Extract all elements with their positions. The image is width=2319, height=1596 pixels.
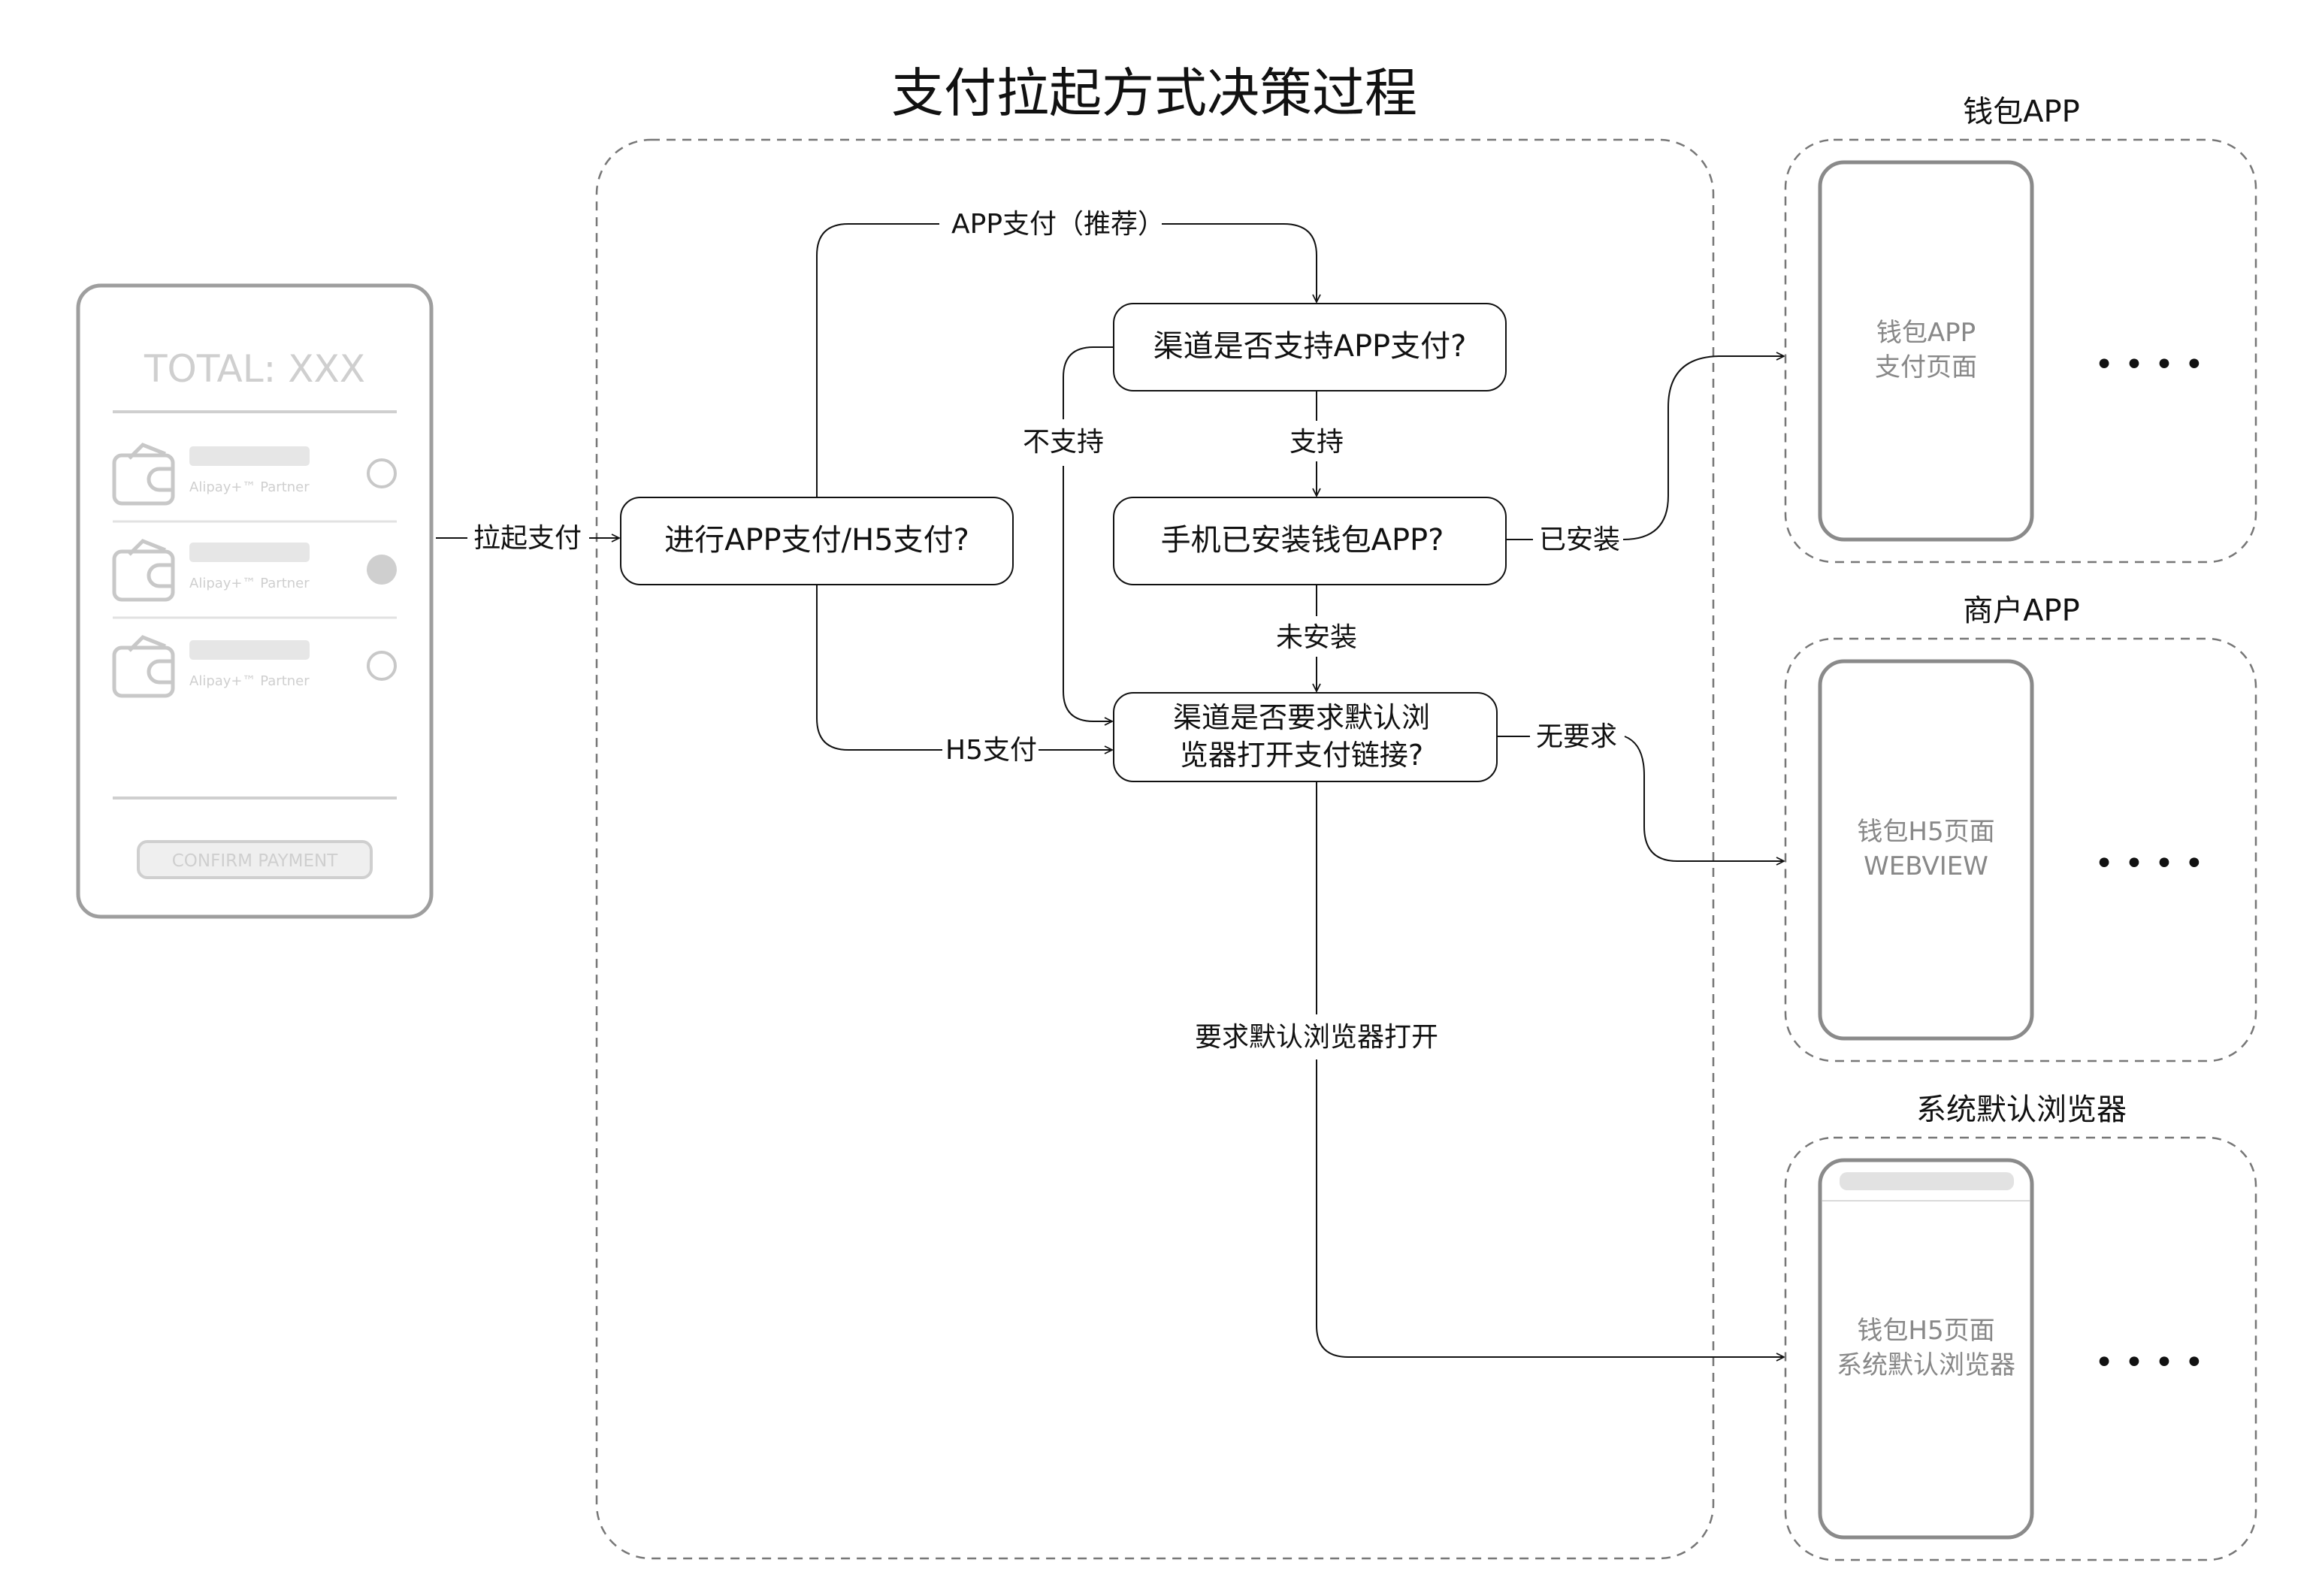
wallet-icon bbox=[112, 539, 175, 602]
node-decide-app-h5-label: 进行APP支付/H5支付? bbox=[664, 523, 969, 558]
node-wallet-installed: 手机已安装钱包APP? bbox=[1113, 497, 1507, 585]
payment-option-row[interactable]: Alipay+™ Partner bbox=[112, 539, 397, 602]
target-wallet-app-title: 钱包APP bbox=[1963, 95, 2080, 129]
browser-screen-line1: 钱包H5页面 bbox=[1857, 1316, 1994, 1346]
node-channel-support-app: 渠道是否支持APP支付? bbox=[1113, 303, 1507, 391]
payment-option-row[interactable]: Alipay+™ Partner bbox=[112, 443, 397, 506]
edge-label-not-installed: 未安装 bbox=[1276, 622, 1357, 653]
target-wallet-app: 钱包APP 钱包APP 支付页面 • • • • bbox=[1784, 95, 2257, 564]
edge-launch: 拉起支付 bbox=[436, 523, 619, 554]
more-dots: • • • • bbox=[2094, 845, 2204, 883]
target-system-browser-title: 系统默认浏览器 bbox=[1916, 1093, 2127, 1127]
decision-process-container bbox=[595, 138, 1715, 1560]
partner-caption: Alipay+™ Partner bbox=[189, 479, 310, 495]
radio-button[interactable] bbox=[367, 651, 397, 681]
node-wallet-installed-label: 手机已安装钱包APP? bbox=[1161, 523, 1444, 558]
partner-name-placeholder bbox=[189, 543, 310, 562]
phone-frame bbox=[76, 283, 434, 919]
browser-phone-frame bbox=[1818, 1158, 2034, 1540]
browser-screen-line2: 系统默认浏览器 bbox=[1837, 1350, 2015, 1380]
node-channel-support-app-label: 渠道是否支持APP支付? bbox=[1153, 329, 1467, 364]
checkout-phone: TOTAL: XXX Alipay+™ Partner Alipay+™ Par… bbox=[76, 283, 434, 919]
edge-no-requirement: 无要求 bbox=[1497, 721, 1784, 861]
wallet-app-phone-frame bbox=[1818, 160, 2034, 542]
edge-installed: 已安装 bbox=[1506, 356, 1784, 555]
edge-support: 支持 bbox=[1290, 391, 1344, 496]
radio-button-selected[interactable] bbox=[367, 555, 397, 585]
wallet-icon bbox=[112, 443, 175, 506]
edge-label-not-support: 不支持 bbox=[1023, 427, 1104, 458]
edge-label-require-default-browser: 要求默认浏览器打开 bbox=[1195, 1022, 1438, 1053]
edge-label-app-pay: APP支付（推荐） bbox=[951, 209, 1165, 240]
diagram-title: 支付拉起方式决策过程 bbox=[891, 62, 1417, 124]
partner-caption: Alipay+™ Partner bbox=[189, 673, 310, 689]
merchant-app-screen-line1: 钱包H5页面 bbox=[1857, 817, 1994, 847]
edge-app-pay: APP支付（推荐） bbox=[816, 209, 1317, 497]
partner-name-placeholder bbox=[189, 640, 310, 660]
total-label: TOTAL: XXX bbox=[144, 347, 365, 391]
target-merchant-app: 商户APP 钱包H5页面 WEBVIEW • • • • bbox=[1784, 594, 2257, 1062]
merchant-app-phone-frame bbox=[1818, 659, 2034, 1041]
edge-label-h5-pay: H5支付 bbox=[945, 735, 1037, 766]
edge-label-no-requirement: 无要求 bbox=[1536, 721, 1617, 752]
target-merchant-app-title: 商户APP bbox=[1963, 594, 2080, 628]
wallet-app-screen-line2: 支付页面 bbox=[1875, 352, 1977, 382]
edge-not-installed: 未安装 bbox=[1276, 585, 1357, 691]
partner-caption: Alipay+™ Partner bbox=[189, 576, 310, 591]
edge-not-support: 不支持 bbox=[1023, 346, 1114, 721]
node-browser-requirement: 渠道是否要求默认浏 览器打开支付链接? bbox=[1113, 692, 1498, 782]
node-browser-requirement-line1: 渠道是否要求默认浏 bbox=[1173, 701, 1430, 734]
wallet-app-screen-line1: 钱包APP bbox=[1876, 318, 1976, 348]
partner-name-placeholder bbox=[189, 446, 310, 466]
merchant-app-screen-line2: WEBVIEW bbox=[1864, 851, 1988, 881]
confirm-payment-label: CONFIRM PAYMENT bbox=[172, 851, 338, 871]
edge-require-default-browser: 要求默认浏览器打开 bbox=[1195, 781, 1784, 1357]
wallet-icon bbox=[112, 635, 175, 698]
more-dots: • • • • bbox=[2094, 346, 2204, 384]
confirm-payment-button[interactable]: CONFIRM PAYMENT bbox=[137, 840, 373, 879]
edge-label-support: 支持 bbox=[1290, 427, 1344, 458]
node-decide-app-h5: 进行APP支付/H5支付? bbox=[620, 497, 1014, 585]
edge-h5-pay: H5支付 bbox=[816, 585, 1112, 766]
radio-button[interactable] bbox=[367, 458, 397, 488]
edge-label-installed: 已安装 bbox=[1539, 524, 1620, 555]
browser-address-bar bbox=[1840, 1172, 2014, 1190]
payment-option-row[interactable]: Alipay+™ Partner bbox=[112, 635, 397, 698]
node-browser-requirement-line2: 览器打开支付链接? bbox=[1180, 739, 1423, 772]
more-dots: • • • • bbox=[2094, 1344, 2204, 1382]
target-system-browser: 系统默认浏览器 钱包H5页面 系统默认浏览器 • • • • bbox=[1784, 1093, 2257, 1561]
edge-label-launch: 拉起支付 bbox=[473, 523, 582, 554]
